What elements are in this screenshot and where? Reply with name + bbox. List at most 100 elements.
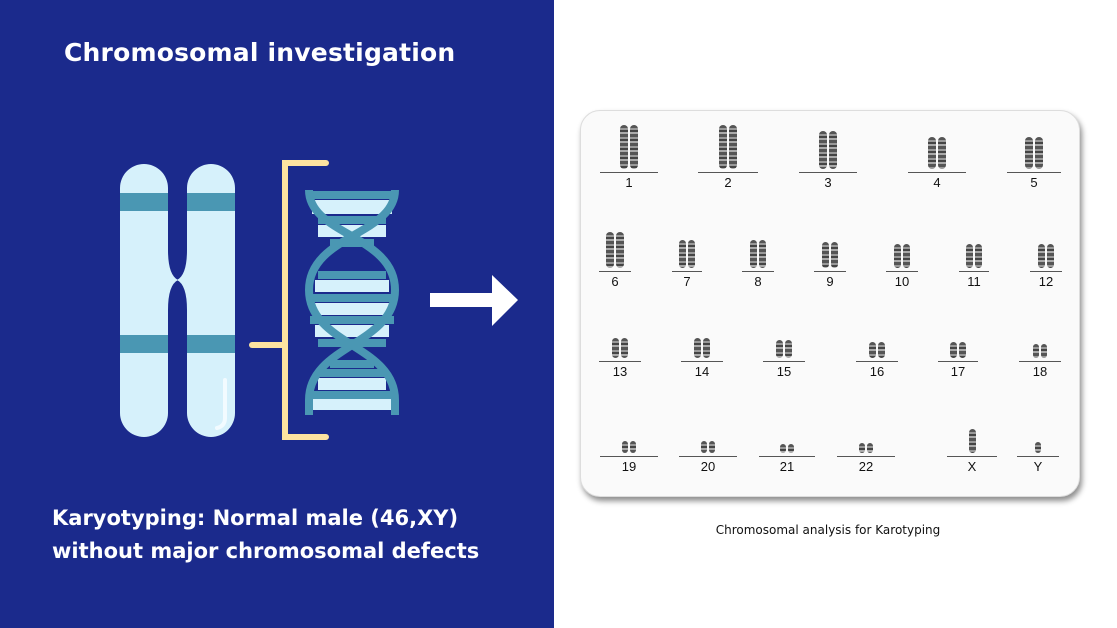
chromosome-14 bbox=[703, 338, 710, 358]
chromosome-baseline bbox=[886, 271, 918, 272]
chromosome-baseline bbox=[698, 172, 758, 173]
chromosome-9 bbox=[822, 242, 829, 268]
chromosome-baseline bbox=[1007, 172, 1061, 173]
chromosome-6 bbox=[616, 232, 624, 268]
chromosome-21 bbox=[788, 444, 794, 453]
chromosome-baseline bbox=[600, 456, 658, 457]
chromosome-10 bbox=[903, 244, 910, 268]
chromosome-baseline bbox=[600, 172, 658, 173]
chromosome-baseline bbox=[938, 361, 978, 362]
chromosome-3 bbox=[819, 131, 827, 169]
chromosome-8 bbox=[750, 240, 757, 268]
chromosome-10 bbox=[894, 244, 901, 268]
chromosome-icon bbox=[120, 164, 235, 437]
chromosome-label: 19 bbox=[621, 459, 637, 474]
chromosome-label: 2 bbox=[724, 175, 732, 190]
bracket-icon bbox=[249, 160, 329, 440]
chromosome-11 bbox=[975, 244, 982, 268]
chromosome-label: 7 bbox=[683, 274, 691, 289]
chromosome-15 bbox=[785, 340, 792, 358]
chromosome-18 bbox=[1033, 344, 1039, 358]
chromosome-label: 3 bbox=[824, 175, 832, 190]
chromosome-baseline bbox=[837, 456, 895, 457]
chromosome-21 bbox=[780, 444, 786, 453]
chromosome-label: 4 bbox=[933, 175, 941, 190]
chromosome-9 bbox=[831, 242, 838, 268]
chromosome-baseline bbox=[959, 271, 989, 272]
chromosome-baseline bbox=[1019, 361, 1061, 362]
chromosome-label: 13 bbox=[612, 364, 628, 379]
chromosome-baseline bbox=[599, 361, 641, 362]
chromosome-baseline bbox=[679, 456, 737, 457]
chromosome-label: 14 bbox=[694, 364, 710, 379]
karyotype-summary: Karyotyping: Normal male (46,XY) without… bbox=[52, 502, 479, 568]
chromosome-baseline bbox=[799, 172, 857, 173]
chromosome-17 bbox=[959, 342, 966, 358]
chromosome-baseline bbox=[908, 172, 966, 173]
chromosome-baseline bbox=[814, 271, 846, 272]
chromosome-20 bbox=[709, 441, 715, 453]
chromosome-1 bbox=[630, 125, 638, 169]
chromosome-baseline bbox=[672, 271, 702, 272]
chromosome-label: 12 bbox=[1038, 274, 1054, 289]
karyotype-image bbox=[580, 110, 1080, 497]
chromosome-15 bbox=[776, 340, 783, 358]
chromosome-16 bbox=[878, 342, 885, 358]
chromosome-label: 11 bbox=[967, 274, 981, 289]
chromosome-17 bbox=[950, 342, 957, 358]
chromosome-label: 5 bbox=[1030, 175, 1038, 190]
chromosome-7 bbox=[679, 240, 686, 268]
chromosome-label: Y bbox=[1033, 459, 1043, 474]
chromosome-label: 9 bbox=[826, 274, 834, 289]
dna-icon bbox=[304, 189, 400, 415]
chromosome-label: 21 bbox=[779, 459, 795, 474]
chromosome-12 bbox=[1038, 244, 1045, 268]
chromosome-label: 22 bbox=[858, 459, 874, 474]
chromosome-22 bbox=[867, 443, 873, 453]
chromosome-1 bbox=[620, 125, 628, 169]
chromosome-19 bbox=[622, 441, 628, 453]
chromosome-baseline bbox=[599, 271, 631, 272]
karyotype-caption: Chromosomal analysis for Karotyping bbox=[715, 523, 941, 537]
chromosome-label: 8 bbox=[754, 274, 762, 289]
chromosome-8 bbox=[759, 240, 766, 268]
chromosome-13 bbox=[621, 338, 628, 358]
chromosome-baseline bbox=[1030, 271, 1062, 272]
chromosome-4 bbox=[938, 137, 946, 169]
chromosome-5 bbox=[1025, 137, 1033, 169]
chromosome-X bbox=[968, 429, 976, 453]
illustration bbox=[120, 160, 518, 440]
chromosome-11 bbox=[966, 244, 973, 268]
slide-title: Chromosomal investigation bbox=[64, 38, 456, 67]
chromosome-label: 10 bbox=[894, 274, 910, 289]
chromosome-label: 15 bbox=[776, 364, 792, 379]
chromosome-18 bbox=[1041, 344, 1047, 358]
chromosome-16 bbox=[869, 342, 876, 358]
chromosome-19 bbox=[630, 441, 636, 453]
chromosome-label: 20 bbox=[700, 459, 716, 474]
chromosome-3 bbox=[829, 131, 837, 169]
chromosome-7 bbox=[688, 240, 695, 268]
chromosome-14 bbox=[694, 338, 701, 358]
chromosome-13 bbox=[612, 338, 619, 358]
chromosome-6 bbox=[606, 232, 614, 268]
chromosome-label: X bbox=[967, 459, 977, 474]
chromosome-4 bbox=[928, 137, 936, 169]
chromosome-label: 6 bbox=[611, 274, 619, 289]
chromosome-label: 18 bbox=[1032, 364, 1048, 379]
chromosome-5 bbox=[1035, 137, 1043, 169]
chromosome-2 bbox=[729, 125, 737, 169]
chromosome-label: 17 bbox=[950, 364, 966, 379]
chromosome-2 bbox=[719, 125, 727, 169]
chromosome-baseline bbox=[742, 271, 774, 272]
summary-line-1: Karyotyping: Normal male (46,XY) bbox=[52, 506, 459, 530]
chromosome-baseline bbox=[763, 361, 805, 362]
chromosome-baseline bbox=[856, 361, 898, 362]
left-panel bbox=[0, 0, 554, 628]
chromosome-Y bbox=[1035, 442, 1041, 453]
chromosome-label: 1 bbox=[625, 175, 633, 190]
chromosome-20 bbox=[701, 441, 707, 453]
chromosome-baseline bbox=[759, 456, 815, 457]
arrow-right-icon bbox=[430, 275, 518, 326]
summary-line-2: without major chromosomal defects bbox=[52, 539, 480, 563]
